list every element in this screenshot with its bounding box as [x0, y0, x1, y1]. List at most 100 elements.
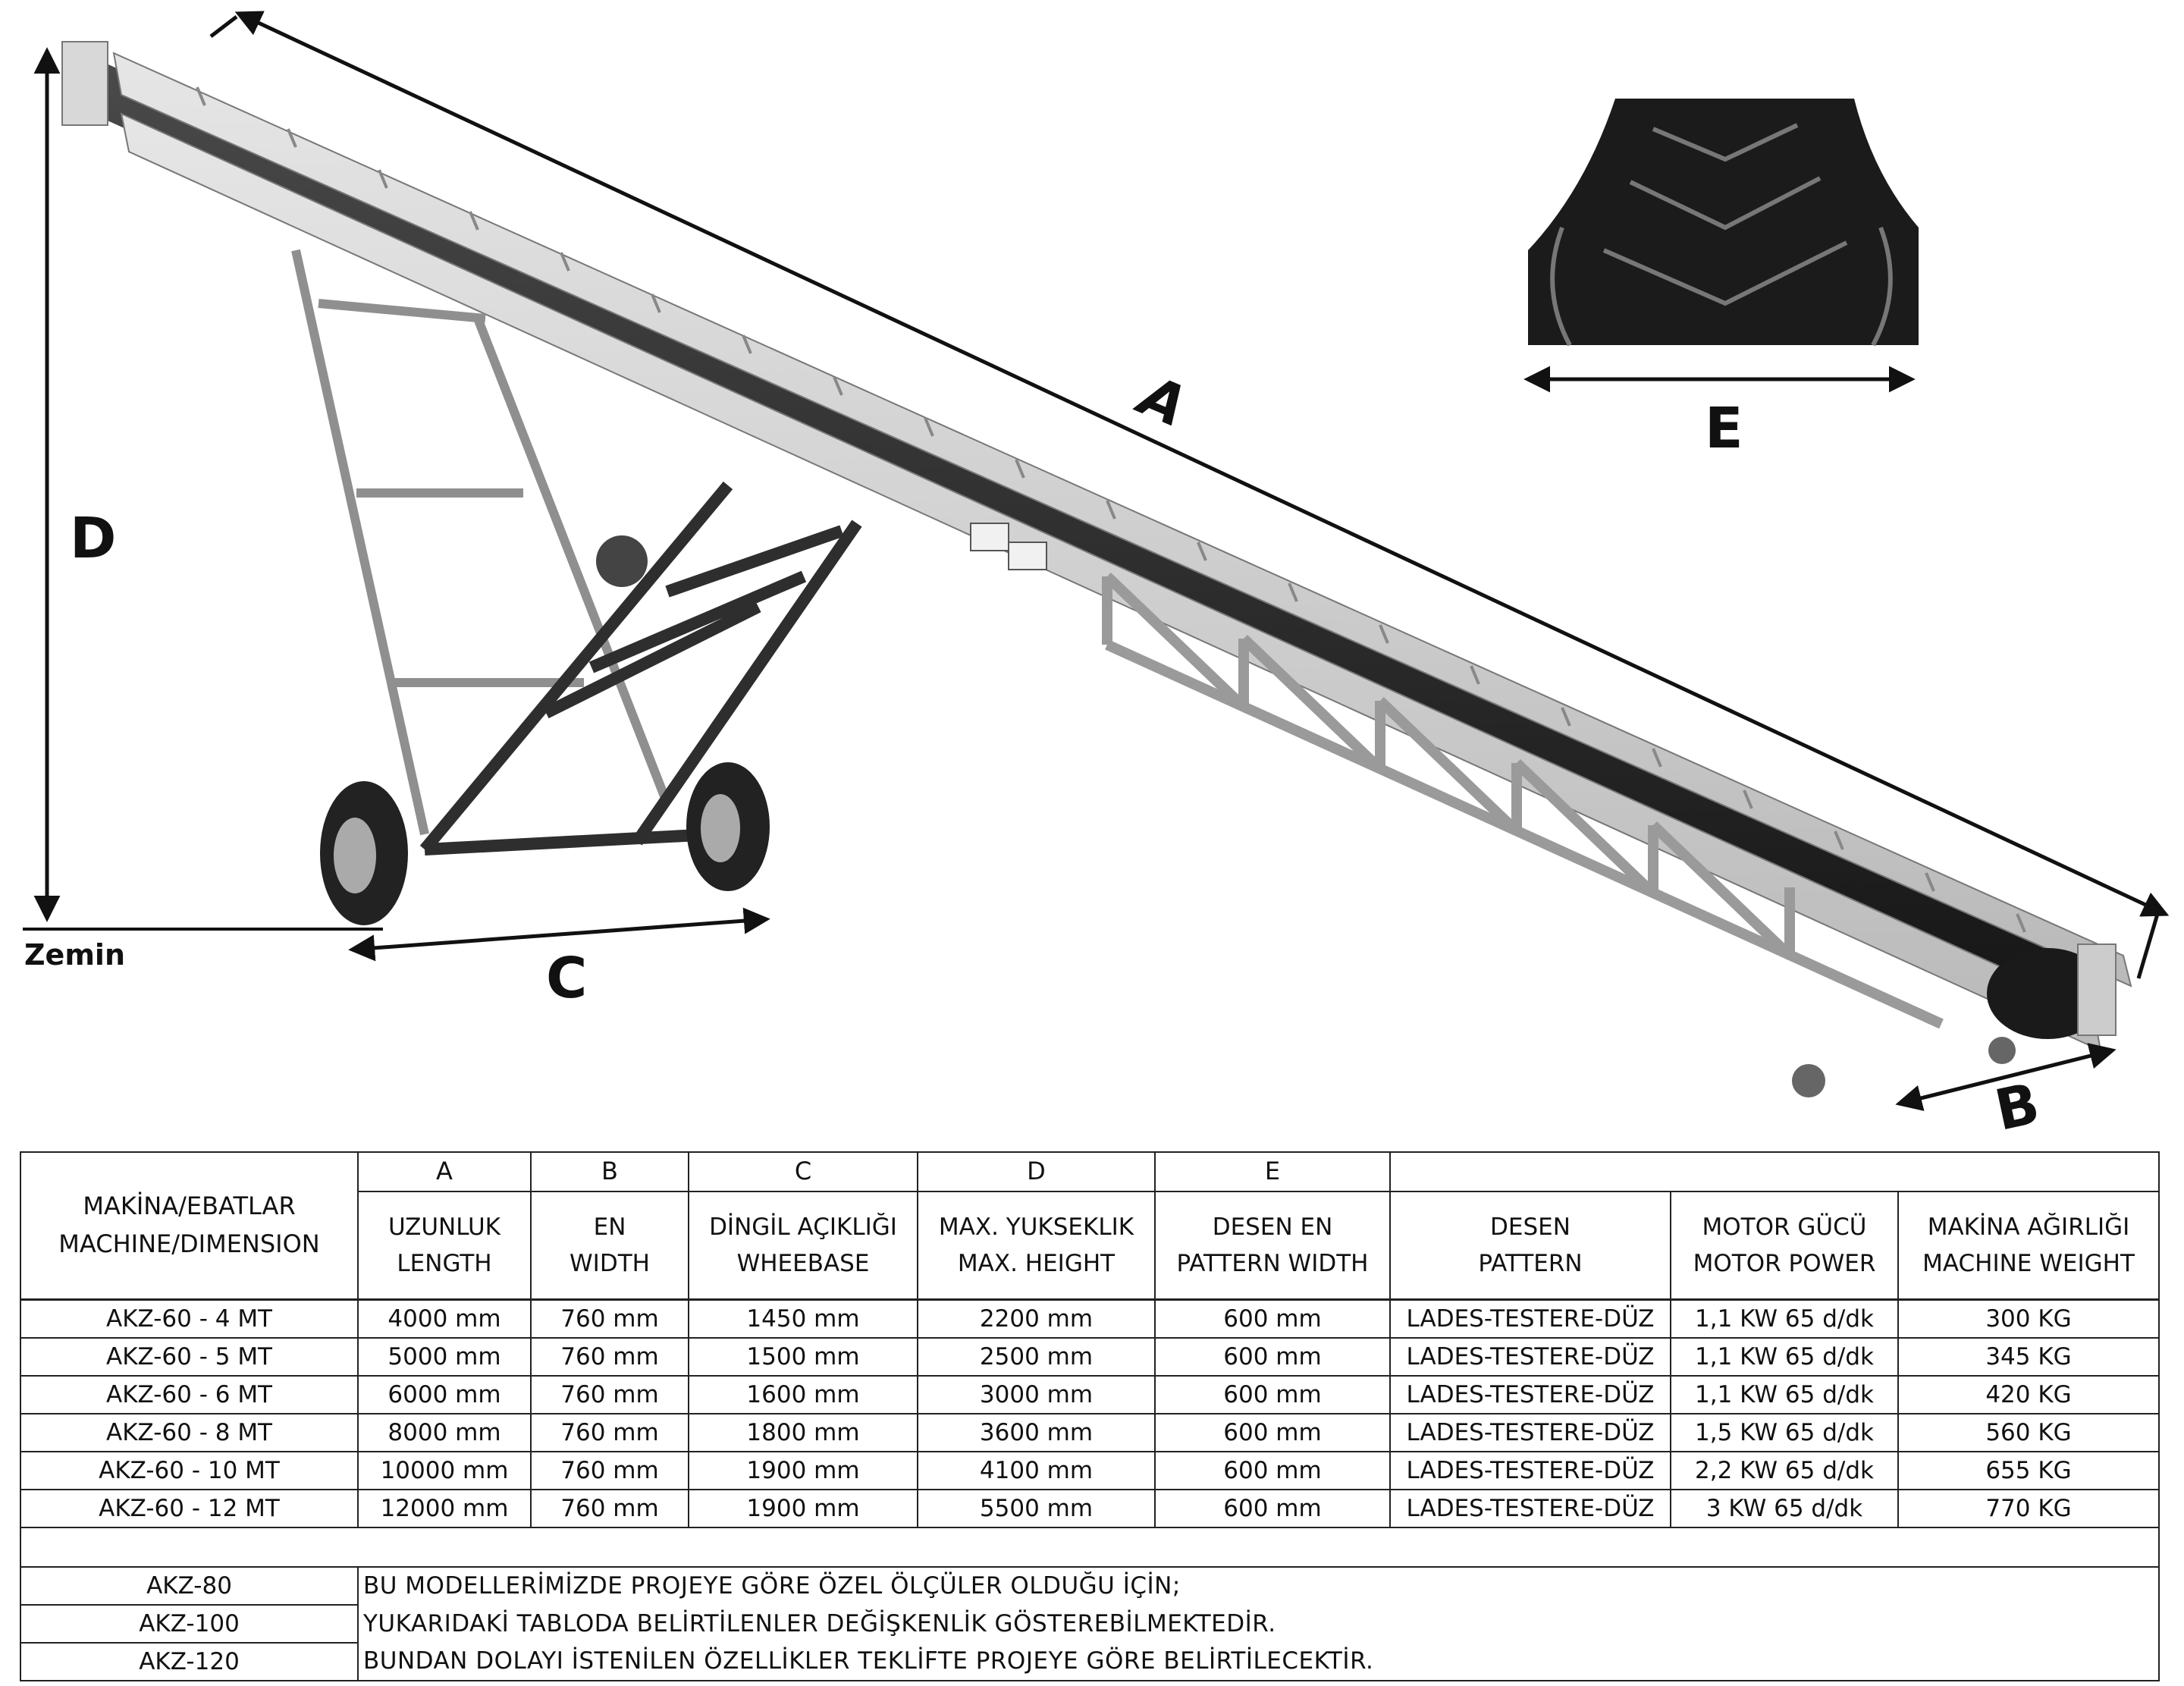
table-row: AKZ-60 - 5 MT 5000 mm 760 mm 1500 mm 250… [20, 1336, 2160, 1377]
note-line: BUNDAN DOLAYI İSTENİLEN ÖZELLİKLER TEKLİ… [356, 1642, 2160, 1682]
table-cell: AKZ-60 - 6 MT [20, 1374, 359, 1414]
dimension-lines [23, 11, 2170, 1111]
table-cell: 1,1 KW 65 d/dk [1670, 1298, 1899, 1339]
header-width-tr: EN [593, 1213, 626, 1241]
letter-c: C [688, 1151, 918, 1192]
table-cell: AKZ-60 - 10 MT [20, 1450, 359, 1490]
letter-e: E [1154, 1151, 1391, 1192]
table-cell: 300 KG [1897, 1298, 2160, 1339]
header-motor-power-en: MOTOR POWER [1693, 1249, 1876, 1277]
table-cell: 1500 mm [688, 1336, 918, 1377]
table-cell: 2500 mm [917, 1336, 1156, 1377]
header-pattern-en: PATTERN [1478, 1249, 1583, 1277]
table-cell: 770 KG [1897, 1488, 2160, 1528]
header-weight-en: MACHINE WEIGHT [1922, 1249, 2135, 1277]
dim-label-c: C [546, 946, 587, 1011]
table-cell: 1800 mm [688, 1412, 918, 1452]
table-cell: 600 mm [1154, 1488, 1391, 1528]
table-row: AKZ-60 - 6 MT 6000 mm 760 mm 1600 mm 300… [20, 1374, 2160, 1414]
table-cell: 3000 mm [917, 1374, 1156, 1414]
spacer-cell [19, 1526, 2160, 1568]
table-cell: 420 KG [1897, 1374, 2160, 1414]
table-cell: 1600 mm [688, 1374, 918, 1414]
header-pattern-width-tr: DESEN EN [1212, 1213, 1333, 1241]
table-cell: 760 mm [530, 1412, 689, 1452]
table-cell: 600 mm [1154, 1298, 1391, 1339]
header-length-tr: UZUNLUK [388, 1213, 500, 1241]
table-cell: 1,1 KW 65 d/dk [1670, 1336, 1899, 1377]
table-cell: 12000 mm [357, 1488, 532, 1528]
dim-label-b: B [1990, 1071, 2045, 1138]
table-cell: 2200 mm [917, 1298, 1156, 1339]
ground-label: Zemin [24, 938, 125, 972]
table-cell: AKZ-60 - 8 MT [20, 1412, 359, 1452]
table-cell: 1450 mm [688, 1298, 918, 1339]
other-model-row: AKZ-120 BUNDAN DOLAYI İSTENİLEN ÖZELLİKL… [20, 1641, 2160, 1682]
table-cell: LADES-TESTERE-DÜZ [1389, 1450, 1671, 1490]
other-model-row: AKZ-80 BU MODELLERİMİZDE PROJEYE GÖRE ÖZ… [20, 1565, 2160, 1606]
other-model-cell: AKZ-100 [20, 1603, 359, 1644]
letter-a: A [357, 1151, 532, 1192]
table-cell: 3600 mm [917, 1412, 1156, 1452]
note-line: YUKARIDAKİ TABLODA BELİRTİLENLER DEĞİŞKE… [356, 1604, 2160, 1643]
dim-label-e: E [1705, 396, 1743, 461]
header-height-tr: MAX. YUKSEKLIK [938, 1213, 1134, 1241]
table-cell: LADES-TESTERE-DÜZ [1389, 1336, 1671, 1377]
table-cell: 6000 mm [357, 1374, 532, 1414]
table-row: AKZ-60 - 8 MT 8000 mm 760 mm 1800 mm 360… [20, 1412, 2160, 1452]
table-cell: 760 mm [530, 1450, 689, 1490]
header-pattern-width: DESEN EN PATTERN WIDTH [1154, 1190, 1391, 1301]
header-height: MAX. YUKSEKLIK MAX. HEIGHT [917, 1190, 1156, 1301]
table-cell: 560 KG [1897, 1412, 2160, 1452]
table-cell: 1,5 KW 65 d/dk [1670, 1412, 1899, 1452]
table-cell: 10000 mm [357, 1450, 532, 1490]
header-width-en: WIDTH [570, 1249, 650, 1277]
header-pattern-tr: DESEN [1490, 1213, 1571, 1241]
header-length: UZUNLUK LENGTH [357, 1190, 532, 1301]
letter-d: D [917, 1151, 1156, 1192]
dim-label-a: A [1127, 362, 1196, 440]
header-weight-tr: MAKİNA AĞIRLIĞI [1927, 1213, 2130, 1241]
header-height-en: MAX. HEIGHT [957, 1249, 1116, 1277]
table-cell: 1,1 KW 65 d/dk [1670, 1374, 1899, 1414]
dimension-letter-row: MAKİNA/EBATLAR MACHINE/DIMENSION A B C D… [20, 1151, 2160, 1301]
table-cell: 8000 mm [357, 1412, 532, 1452]
table-cell: 600 mm [1154, 1336, 1391, 1377]
dim-label-d: D [70, 506, 116, 571]
header-wheelbase-en: WHEEBASE [736, 1249, 870, 1277]
header-weight: MAKİNA AĞIRLIĞI MACHINE WEIGHT [1897, 1190, 2160, 1301]
other-model-row: AKZ-100 YUKARIDAKİ TABLODA BELİRTİLENLER… [20, 1603, 2160, 1644]
table-cell: 1900 mm [688, 1488, 918, 1528]
table-cell: LADES-TESTERE-DÜZ [1389, 1298, 1671, 1339]
letter-b: B [530, 1151, 689, 1192]
table-cell: 3 KW 65 d/dk [1670, 1488, 1899, 1528]
table-cell: 600 mm [1154, 1412, 1391, 1452]
table-cell: 1900 mm [688, 1450, 918, 1490]
table-cell: LADES-TESTERE-DÜZ [1389, 1374, 1671, 1414]
note-line: BU MODELLERİMİZDE PROJEYE GÖRE ÖZEL ÖLÇÜ… [356, 1565, 2160, 1605]
table-cell: LADES-TESTERE-DÜZ [1389, 1488, 1671, 1528]
table-cell: 2,2 KW 65 d/dk [1670, 1450, 1899, 1490]
header-pattern-width-en: PATTERN WIDTH [1176, 1249, 1369, 1277]
table-cell: 760 mm [530, 1488, 689, 1528]
header-length-en: LENGTH [397, 1249, 492, 1277]
header-first-line-1: MAKİNA/EBATLAR [83, 1192, 296, 1221]
table-cell: 600 mm [1154, 1450, 1391, 1490]
table-cell: 4000 mm [357, 1298, 532, 1339]
table-cell: AKZ-60 - 12 MT [20, 1488, 359, 1528]
table-cell: 600 mm [1154, 1374, 1391, 1414]
table-cell: AKZ-60 - 5 MT [20, 1336, 359, 1377]
table-cell: 5500 mm [917, 1488, 1156, 1528]
wheel-left [320, 781, 408, 925]
table-cell: 760 mm [530, 1374, 689, 1414]
header-pattern: DESEN PATTERN [1389, 1190, 1671, 1301]
table-cell: 4100 mm [917, 1450, 1156, 1490]
table-spacer-row [19, 1526, 2160, 1568]
spec-table: MAKİNA/EBATLAR MACHINE/DIMENSION A B C D… [19, 1151, 2160, 1682]
table-cell: LADES-TESTERE-DÜZ [1389, 1412, 1671, 1452]
wheel-right [686, 762, 770, 891]
table-cell: 760 mm [530, 1298, 689, 1339]
table-cell: 655 KG [1897, 1450, 2160, 1490]
